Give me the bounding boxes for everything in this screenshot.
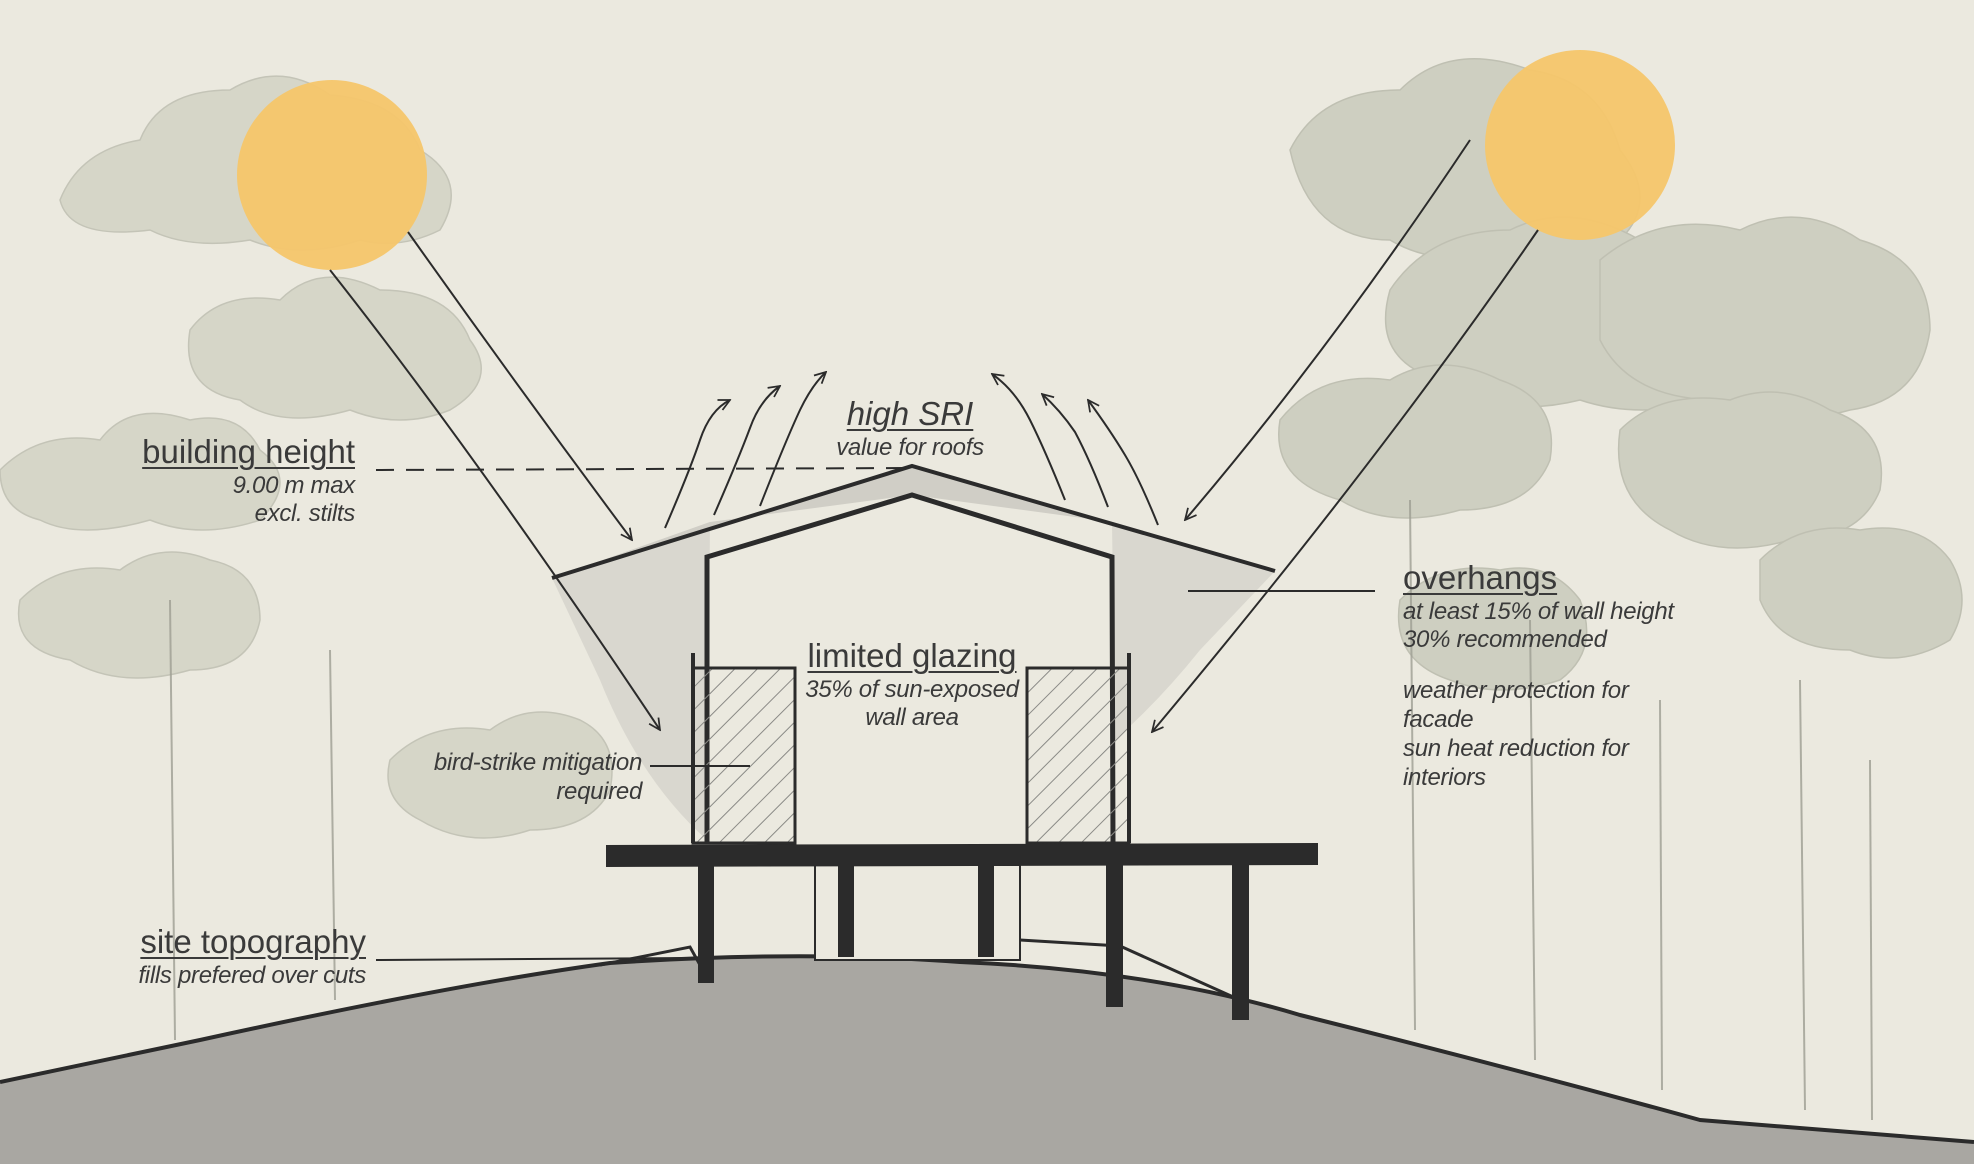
limited-glazing-title: limited glazing <box>807 637 1017 674</box>
sun-right <box>1485 50 1675 240</box>
overhangs-line3: weather protection for <box>1403 677 1629 705</box>
overhangs-line4: facade <box>1403 705 1474 733</box>
roof-outer <box>551 463 1276 580</box>
bird-strike-line2: required <box>556 777 642 805</box>
limited-glazing-label: limited glazing 35% of sun-exposed wall … <box>782 636 1042 733</box>
floor-slab <box>606 843 1318 867</box>
ground-line <box>0 954 1974 1144</box>
leader-lines <box>375 467 1375 961</box>
site-topography-label: site topography fills prefered over cuts <box>100 922 366 990</box>
house-walls <box>704 492 1116 844</box>
trees-right <box>1278 58 1963 691</box>
high-sri-label: high SRI value for roofs <box>780 394 1040 462</box>
tree-trunks <box>169 499 1873 1121</box>
roof-shade <box>552 466 1275 578</box>
bird-strike-line1: bird-strike mitigation <box>433 749 642 776</box>
stilts <box>698 865 1249 1020</box>
window-left <box>691 666 797 845</box>
building-height-line1: 9.00 m max <box>232 471 356 499</box>
high-sri-line1: value for roofs <box>836 433 984 461</box>
overhangs-line2: 30% recommended <box>1403 626 1607 654</box>
limited-glazing-line2: wall area <box>865 704 959 732</box>
high-sri-title: high SRI <box>846 395 974 432</box>
overhangs-line6: interiors <box>1403 763 1486 791</box>
sun-rays <box>329 139 1539 732</box>
site-topography-title: site topography <box>140 923 366 960</box>
window-right <box>1025 666 1131 845</box>
building-height-label: building height 9.00 m max excl. stilts <box>60 432 355 529</box>
building-height-line2: excl. stilts <box>254 500 356 528</box>
overhangs-label: overhangs at least 15% of wall height 30… <box>1403 558 1674 792</box>
sun-left <box>237 80 427 270</box>
limited-glazing-line1: 35% of sun-exposed <box>805 675 1019 703</box>
reflected-heat-arrows <box>664 372 1159 529</box>
overhangs-line1: at least 15% of wall height <box>1403 597 1674 625</box>
overhang-shade-left <box>552 522 710 840</box>
building-height-dashed-line <box>375 467 911 471</box>
site-topography-leader <box>375 957 691 961</box>
bird-strike-label: bird-strike mitigation required <box>380 749 642 807</box>
ground <box>0 956 1974 1164</box>
overhang-shade-right <box>1112 522 1275 740</box>
overhangs-line5: sun heat reduction for <box>1403 734 1629 762</box>
building-height-title: building height <box>142 433 355 470</box>
site-topography-line1: fills prefered over cuts <box>138 961 366 989</box>
overhangs-title: overhangs <box>1403 559 1558 596</box>
